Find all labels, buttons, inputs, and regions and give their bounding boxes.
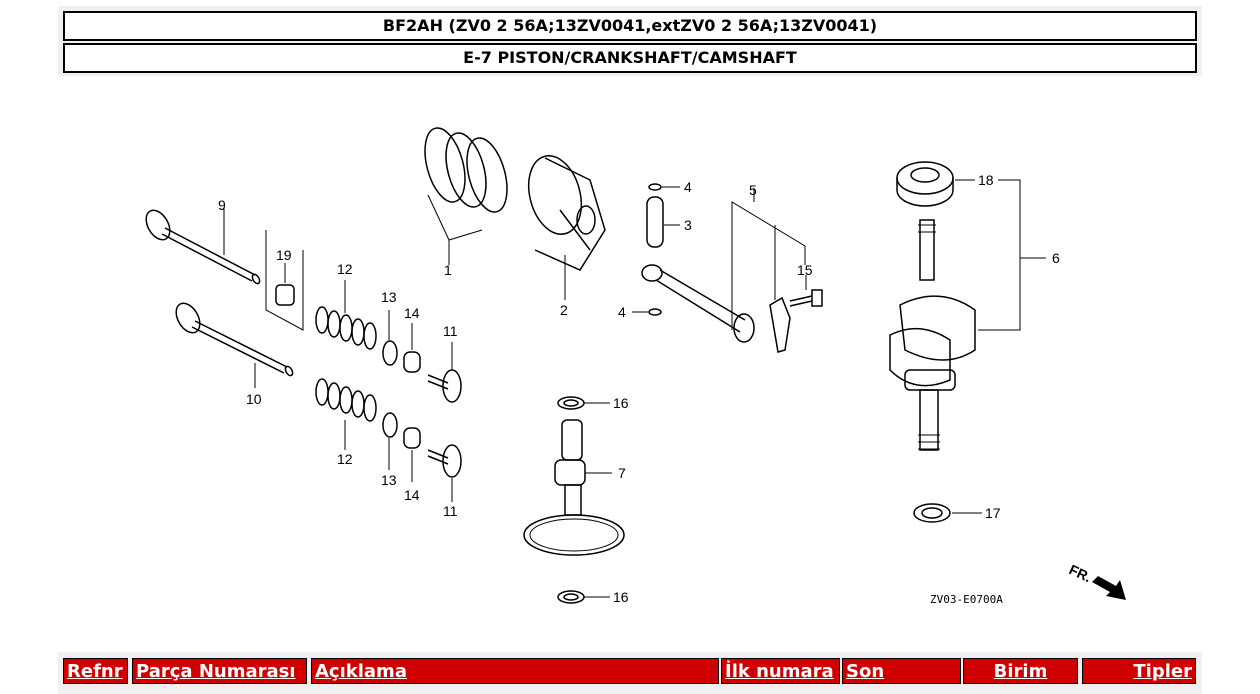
callout-7: 7 [618,465,626,481]
callout-16-upper: 16 [613,395,629,411]
washer-16-upper [557,396,610,410]
col-header-last[interactable]: Son [842,658,961,684]
connecting-rod-5 [641,188,806,353]
tappet-11-lower [427,444,462,502]
bearing-18 [896,161,1046,331]
collet-14-lower [403,427,421,449]
camshaft-7 [523,419,625,556]
callout-1: 1 [444,262,452,278]
callout-19: 19 [276,247,292,263]
col-header-types[interactable]: Tipler [1082,658,1196,684]
piston-2 [527,155,606,300]
drawing-code: ZV03-E0700A [930,593,1003,606]
callout-12-lower: 12 [337,451,353,467]
callout-18: 18 [978,172,994,188]
callout-6: 6 [1052,250,1060,266]
callout-4-lower: 4 [618,304,626,320]
valve-spring-lower [315,378,377,450]
section-title: E-7 PISTON/CRANKSHAFT/CAMSHAFT [63,43,1197,73]
col-header-unit[interactable]: Birim [963,658,1078,684]
col-header-description[interactable]: Açıklama [311,658,719,684]
callout-12-upper: 12 [337,261,353,277]
sort-types-link[interactable]: Tipler [1133,661,1192,682]
callout-11-upper: 11 [443,323,458,339]
direction-label: FR. [1067,561,1094,585]
sort-first-number-link[interactable]: İlk numara [725,661,834,682]
callout-3: 3 [684,217,692,233]
col-header-refnr[interactable]: Refnr [63,658,128,684]
direction-arrow-icon [1092,576,1126,600]
sort-description-link[interactable]: Açıklama [315,661,407,682]
callout-2: 2 [560,302,568,318]
callout-14-lower: 14 [404,487,420,503]
sort-last-link[interactable]: Son [846,661,885,682]
callout-13-upper: 13 [381,289,397,305]
valve-seal-19 [265,230,304,331]
pin-clip-4-lower [632,308,662,316]
sort-unit-link[interactable]: Birim [993,661,1048,682]
model-title: BF2AH (ZV0 2 56A;13ZV0041,extZV0 2 56A;1… [63,11,1197,41]
sort-part-number-link[interactable]: Parça Numarası [136,661,296,682]
callout-13-lower: 13 [381,472,397,488]
piston-rings-1 [424,127,508,265]
bolt-15 [789,275,823,307]
callout-9: 9 [218,197,226,213]
col-header-first-number[interactable]: İlk numara [721,658,840,684]
callout-16-lower: 16 [613,589,629,605]
col-header-part-number[interactable]: Parça Numarası [132,658,307,684]
oil-seal-17 [913,503,982,523]
sort-refnr-link[interactable]: Refnr [67,661,123,682]
callout-10: 10 [246,391,262,407]
title-frame: BF2AH (ZV0 2 56A;13ZV0041,extZV0 2 56A;1… [58,6,1202,76]
valve-9 [145,208,261,285]
collet-14-upper [403,351,421,373]
retainer-13-upper [382,340,398,366]
callout-5: 5 [749,182,757,198]
piston-pin-3 [646,183,680,248]
callout-4-upper: 4 [684,179,692,195]
callout-11-lower: 11 [443,503,458,519]
valve-10 [175,302,294,388]
valve-spring-upper [315,280,377,350]
parts-diagram: 1 2 3 4 4 5 6 7 9 10 11 11 12 12 13 13 1… [0,80,1260,640]
callout-17: 17 [985,505,1001,521]
crankshaft-6 [889,219,976,451]
retainer-13-lower [382,412,398,438]
callout-15: 15 [797,262,813,278]
callout-14-upper: 14 [404,305,420,321]
parts-table-header: Refnr Parça Numarası Açıklama İlk numara… [58,652,1202,694]
tappet-11-upper [427,342,462,403]
washer-16-lower [557,590,610,604]
